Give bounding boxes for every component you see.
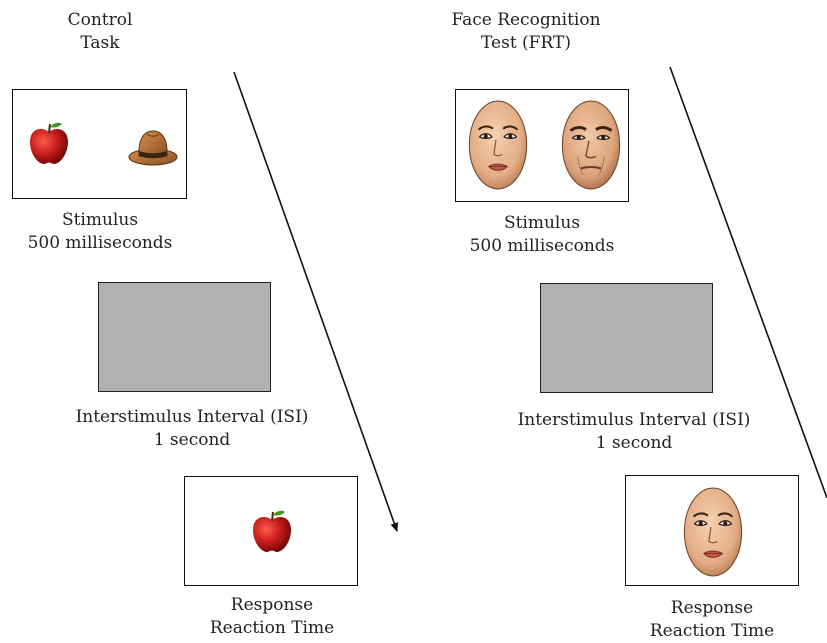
- frt-isi-caption: Interstimulus Interval (ISI) 1 second: [517, 410, 751, 453]
- apple-icon: [253, 510, 291, 552]
- frt-stimulus-panel: [455, 89, 629, 202]
- control-response-panel: [184, 476, 358, 586]
- frt-response-panel: [625, 475, 799, 586]
- control-response-caption: Response Reaction Time: [209, 595, 335, 638]
- apple-icon: [30, 122, 68, 164]
- female-face-icon: [683, 487, 743, 577]
- control-stimulus-caption: Stimulus 500 milliseconds: [27, 210, 173, 253]
- frt-response-caption: Response Reaction Time: [649, 598, 775, 641]
- female-face-icon: [468, 100, 528, 190]
- frt-title: Face Recognition Test (FRT): [451, 10, 601, 53]
- control-stimulus-panel: [12, 89, 187, 199]
- control-isi-panel: [98, 282, 271, 392]
- control-title: Control Task: [67, 10, 133, 53]
- male-face-icon: [561, 100, 621, 190]
- control-time-arrow: [233, 71, 399, 532]
- frt-isi-panel: [540, 283, 713, 393]
- control-isi-caption: Interstimulus Interval (ISI) 1 second: [75, 407, 309, 450]
- frt-time-arrow: [669, 66, 827, 499]
- frt-stimulus-caption: Stimulus 500 milliseconds: [469, 213, 615, 256]
- hat-icon: [128, 130, 178, 166]
